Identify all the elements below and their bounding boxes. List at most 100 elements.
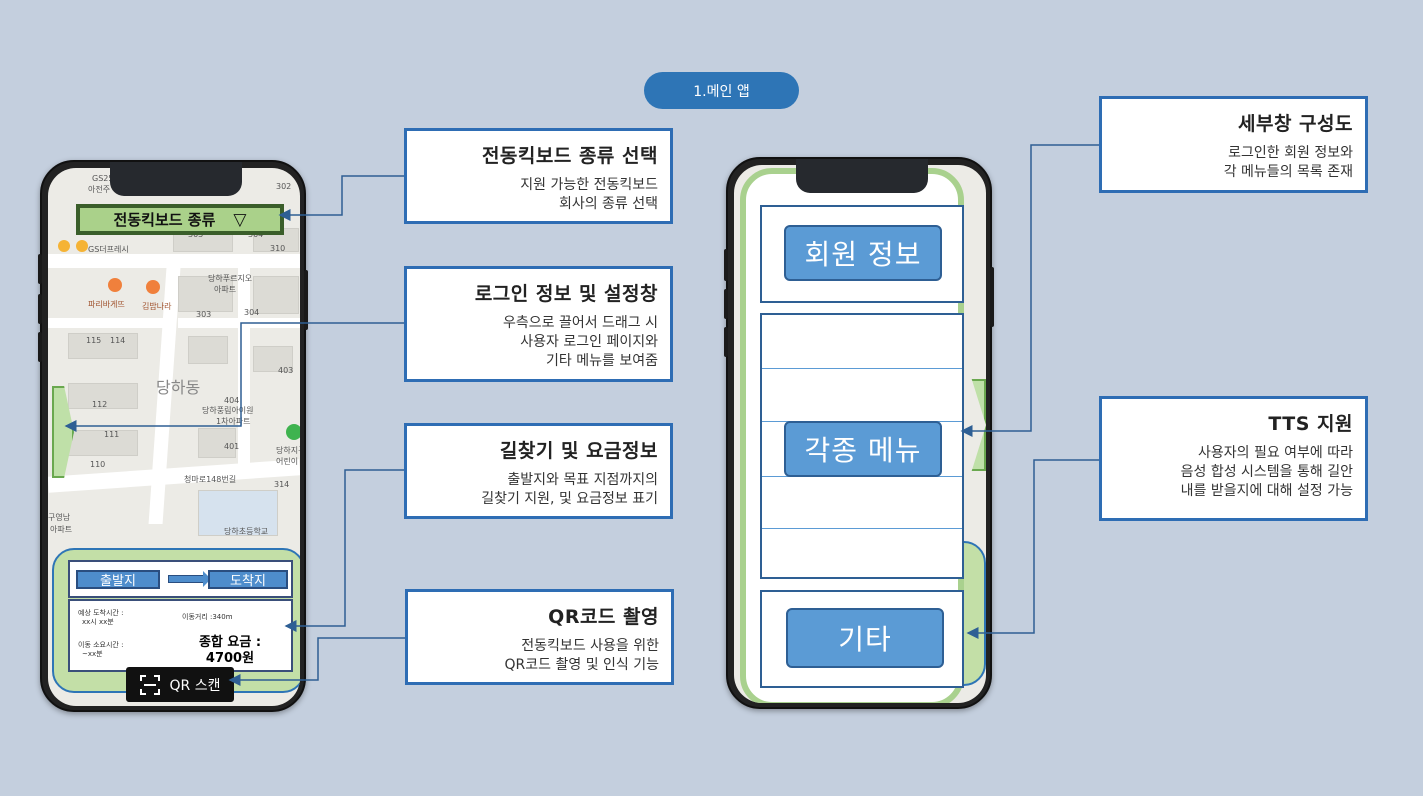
qr-scan-button[interactable]: QR 스캔 [126, 667, 234, 702]
callout-title: 전동킥보드 종류 선택 [481, 145, 658, 167]
route-selector: 출발지 도착지 [68, 560, 293, 598]
detail-screen: 회원 정보 각종 메뉴 기타 [734, 165, 986, 703]
callout-desc: 사용자의 필요 여부에 따라 음성 합성 시스템을 통해 길안 내를 받을지에 … [1180, 445, 1353, 499]
connector-route [284, 469, 405, 632]
map-number: 314 [274, 480, 290, 489]
map-number: 304 [244, 308, 260, 317]
map-poi: 당하푸르지오 [208, 274, 253, 283]
phone-side-button [304, 270, 308, 330]
main-app-phone: GS25 아전주 GS더프레시 파리바게뜨 김밥나라 당하푸르지오 아파트 당하… [38, 160, 308, 712]
qr-scan-icon [139, 674, 160, 695]
settings-drawer-handle[interactable] [52, 386, 74, 478]
connector-detail [960, 144, 1101, 437]
phone-notch [110, 162, 242, 196]
phone-side-button [724, 249, 728, 281]
map-poi: 당하초등학교 [224, 527, 269, 536]
callout-title: 로그인 정보 및 설정창 [474, 283, 658, 305]
detail-drawer-phone: 회원 정보 각종 메뉴 기타 [724, 157, 994, 709]
fare-info: 종합 요금 : 4700원 [186, 635, 274, 667]
section-title-pill: 1.메인 앱 [644, 72, 799, 109]
connector-login [64, 322, 405, 432]
callout-desc: 지원 가능한 전동킥보드 회사의 종류 선택 [520, 177, 658, 212]
connector-kickboard [278, 175, 405, 221]
chevron-down-icon: ▽ [233, 209, 247, 230]
destination-button[interactable]: 도착지 [208, 570, 288, 589]
restaurant-icon [108, 278, 122, 292]
map-number: 110 [90, 460, 106, 469]
map-poi: 아파트 [50, 525, 73, 534]
map-poi: 당하지구 [276, 446, 300, 455]
callout-desc: 전동킥보드 사용을 위한 QR코드 촬영 및 인식 기능 [504, 638, 659, 673]
callout-title: 세부창 구성도 [1238, 113, 1353, 135]
duration-label: 이동 소요시간 : [78, 641, 124, 649]
map-poi: 어린이 [276, 457, 299, 466]
duration-value: ~xx분 [82, 650, 103, 658]
store-icon [76, 240, 88, 252]
menus-button[interactable]: 각종 메뉴 [784, 421, 942, 477]
callout-navigation: 길찾기 및 요금정보 출발지와 목표 지점까지의 길찾기 지원, 및 요금정보 … [404, 423, 673, 519]
etc-section: 기타 [760, 590, 964, 688]
callout-title: TTS 지원 [1268, 413, 1353, 435]
map-poi: 1차아파트 [216, 417, 251, 426]
main-app-screen: GS25 아전주 GS더프레시 파리바게뜨 김밥나라 당하푸르지오 아파트 당하… [48, 168, 300, 706]
kickboard-type-label: 전동킥보드 종류 [113, 211, 216, 229]
menu-list-section: 각종 메뉴 [760, 313, 964, 579]
member-info-button[interactable]: 회원 정보 [784, 225, 942, 281]
callout-title: 길찾기 및 요금정보 [499, 440, 658, 462]
map-number: 302 [276, 182, 292, 191]
callout-desc: 우측으로 끌어서 드래그 시 사용자 로그인 페이지와 기타 메뉴를 보여줌 [502, 315, 658, 369]
departure-button[interactable]: 출발지 [76, 570, 160, 589]
map-number: 115 [86, 336, 102, 345]
phone-side-button [990, 267, 994, 327]
eta-value: xx시 xx분 [82, 618, 114, 626]
map-number: 112 [92, 400, 108, 409]
callout-desc: 출발지와 목표 지점까지의 길찾기 지원, 및 요금정보 표기 [481, 472, 658, 507]
map-number: 114 [110, 336, 126, 345]
phone-side-button [38, 254, 42, 284]
map-poi: 파리바게뜨 [88, 300, 125, 309]
map-poi: 아파트 [214, 285, 237, 294]
callout-qr: QR코드 촬영 전동킥보드 사용을 위한 QR코드 촬영 및 인식 기능 [405, 589, 674, 685]
map-poi: 당하풍림아이원 [202, 406, 254, 415]
distance-label: 이동거리 :340m [182, 613, 233, 621]
etc-button[interactable]: 기타 [786, 608, 944, 668]
fare-label: 종합 요금 : [198, 635, 262, 650]
map-poi: 청마로148번길 [184, 475, 237, 484]
kickboard-type-dropdown[interactable]: 전동킥보드 종류 ▽ [76, 204, 284, 235]
phone-side-button [38, 294, 42, 324]
detail-drawer: 회원 정보 각종 메뉴 기타 [740, 168, 964, 703]
connector-qr [228, 637, 405, 686]
callout-kickboard-select: 전동킥보드 종류 선택 지원 가능한 전동킥보드 회사의 종류 선택 [404, 128, 673, 224]
callout-detail: 세부창 구성도 로그인한 회원 정보와 각 메뉴들의 목록 존재 [1099, 96, 1368, 193]
connector-tts [966, 459, 1101, 639]
phone-notch [796, 159, 928, 193]
member-info-section: 회원 정보 [760, 205, 964, 303]
phone-side-button [724, 327, 728, 357]
phone-side-button [724, 289, 728, 319]
fare-value: 4700원 [205, 651, 255, 666]
map-poi: 구영남 [48, 513, 71, 522]
arrow-right-icon [168, 571, 211, 587]
qr-scan-label: QR 스캔 [169, 677, 221, 694]
map-number: 310 [270, 244, 286, 253]
map-poi: GS더프레시 [88, 245, 129, 254]
map-poi: 아전주 [88, 185, 111, 194]
map-number: 401 [224, 442, 240, 451]
callout-tts: TTS 지원 사용자의 필요 여부에 따라 음성 합성 시스템을 통해 길안 내… [1099, 396, 1368, 521]
map-number: 303 [196, 310, 212, 319]
school-icon [286, 424, 300, 440]
map-poi: GS25 [92, 174, 114, 183]
map-poi: 김밥나라 [142, 302, 172, 311]
eta-label: 예상 도착시간 : [78, 609, 124, 617]
map-number: 111 [104, 430, 120, 439]
map-number: 403 [278, 366, 294, 375]
callout-login-settings: 로그인 정보 및 설정창 우측으로 끌어서 드래그 시 사용자 로그인 페이지와… [404, 266, 673, 382]
callout-title: QR코드 촬영 [548, 606, 659, 628]
store-icon [58, 240, 70, 252]
restaurant-icon [146, 280, 160, 294]
map-area-label: 당하동 [156, 378, 201, 397]
map-number: 404 [224, 396, 240, 405]
phone-side-button [38, 332, 42, 362]
callout-desc: 로그인한 회원 정보와 각 메뉴들의 목록 존재 [1223, 145, 1353, 180]
